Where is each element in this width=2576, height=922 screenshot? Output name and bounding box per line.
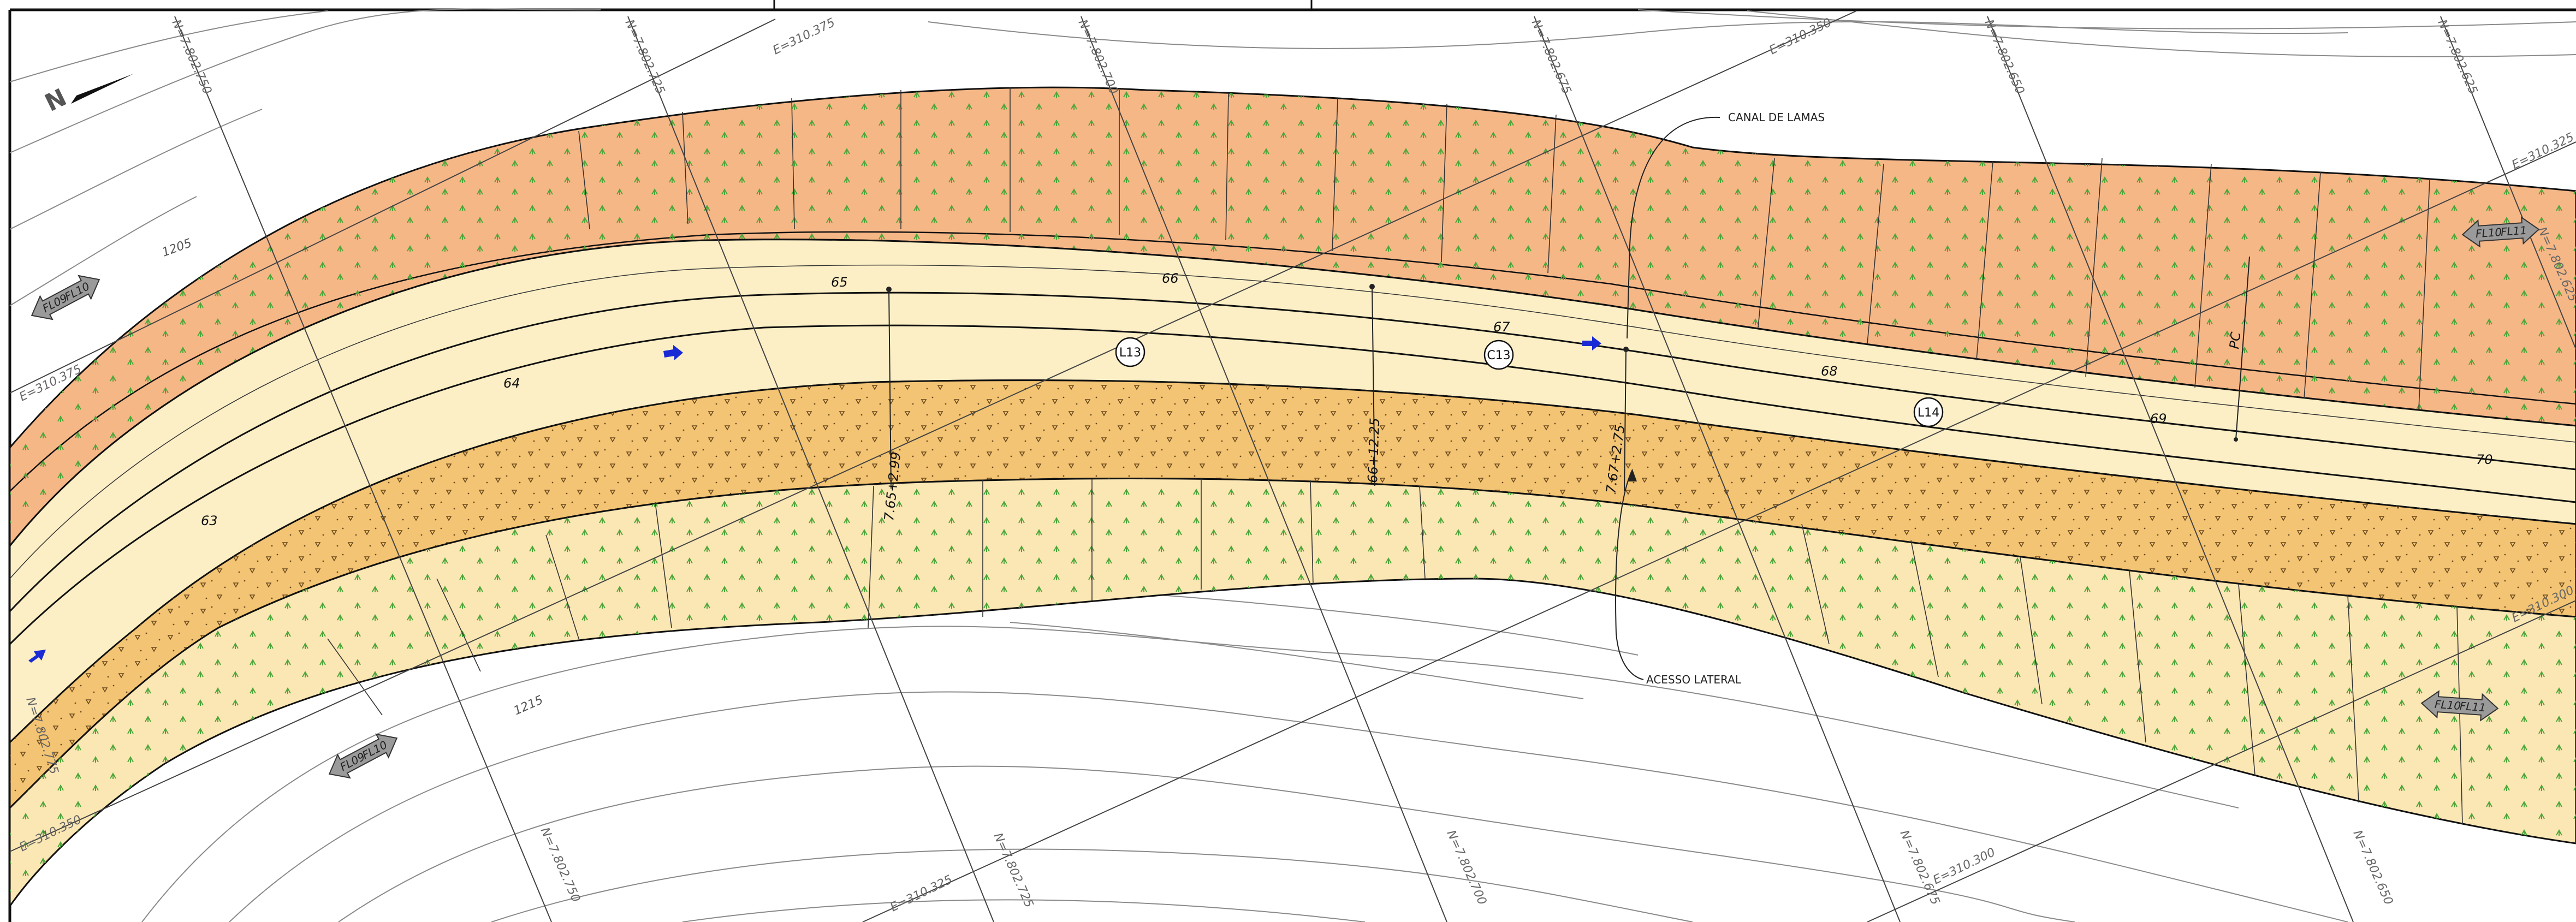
station-label: 65 — [831, 275, 848, 290]
chainage-label: 66+12.25 — [1365, 418, 1382, 483]
station-label: 63 — [201, 513, 218, 528]
contour-lines — [9, 8, 2576, 922]
fl-label: FL11 — [2500, 224, 2527, 239]
canal-callout: CANAL DE LAMAS — [1627, 111, 1825, 339]
station-label: 66 — [1162, 271, 1179, 286]
fl-label: FL10 — [2475, 225, 2502, 240]
flow-arrows — [28, 336, 1601, 663]
stations: 63 64 65 66 67 68 69 70 — [201, 271, 2493, 528]
curve-tags: L13 C13 L14 — [1115, 337, 1944, 427]
station-label: 64 — [503, 376, 520, 391]
coordinate-grid — [9, 10, 2576, 922]
canal-label: CANAL DE LAMAS — [1728, 111, 1825, 124]
station-label: 67 — [1493, 319, 1510, 335]
access-label: ACESSO LATERAL — [1646, 673, 1742, 686]
curve-tag: L14 — [1918, 406, 1939, 420]
pc-label: PC — [2227, 331, 2243, 349]
slope-hachures — [327, 87, 2463, 825]
earthwork-bands — [9, 86, 2576, 909]
station-label: 70 — [2476, 452, 2493, 467]
access-callout: ACESSO LATERAL — [1615, 469, 1742, 686]
pc-marker: PC — [2227, 256, 2250, 442]
station-label: 69 — [2150, 411, 2167, 426]
fl-arrow-4: FL10 FL11 — [2420, 690, 2499, 722]
fl-label: FL10 — [2434, 698, 2461, 712]
curve-tag: L13 — [1119, 346, 1141, 360]
fl-label: FL11 — [2459, 699, 2486, 714]
fl-arrow-3: FL10 FL11 — [2461, 216, 2540, 248]
curve-tag: C13 — [1487, 349, 1510, 362]
station-label: 68 — [1821, 364, 1838, 379]
